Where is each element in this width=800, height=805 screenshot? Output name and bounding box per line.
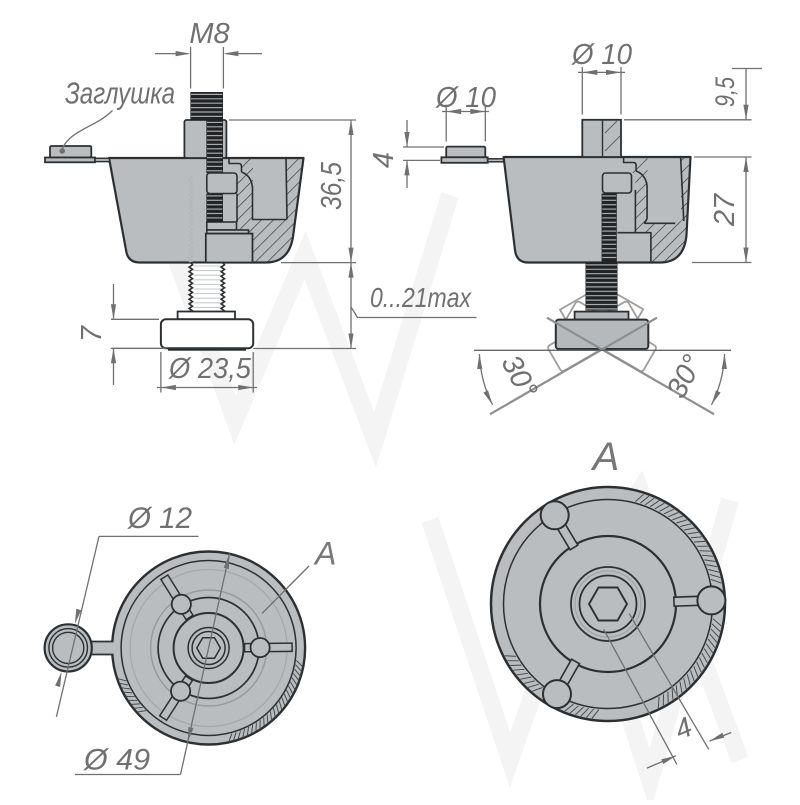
svg-text:А: А (313, 536, 336, 572)
svg-text:9,5: 9,5 (710, 76, 740, 107)
svg-text:M8: M8 (189, 18, 229, 50)
svg-text:7: 7 (76, 324, 108, 342)
svg-text:Ø 12: Ø 12 (127, 502, 192, 535)
svg-text:Заглушка: Заглушка (65, 76, 175, 111)
svg-text:Ø 49: Ø 49 (83, 744, 150, 777)
svg-text:А: А (591, 435, 620, 479)
svg-text:0...21max: 0...21max (370, 282, 472, 313)
svg-text:Ø 10: Ø 10 (435, 82, 496, 114)
svg-text:36,5: 36,5 (316, 161, 348, 210)
svg-text:Ø 10: Ø 10 (571, 39, 632, 71)
svg-text:Ø 23,5: Ø 23,5 (168, 353, 252, 385)
svg-text:4: 4 (368, 152, 400, 168)
svg-text:27: 27 (709, 192, 741, 227)
